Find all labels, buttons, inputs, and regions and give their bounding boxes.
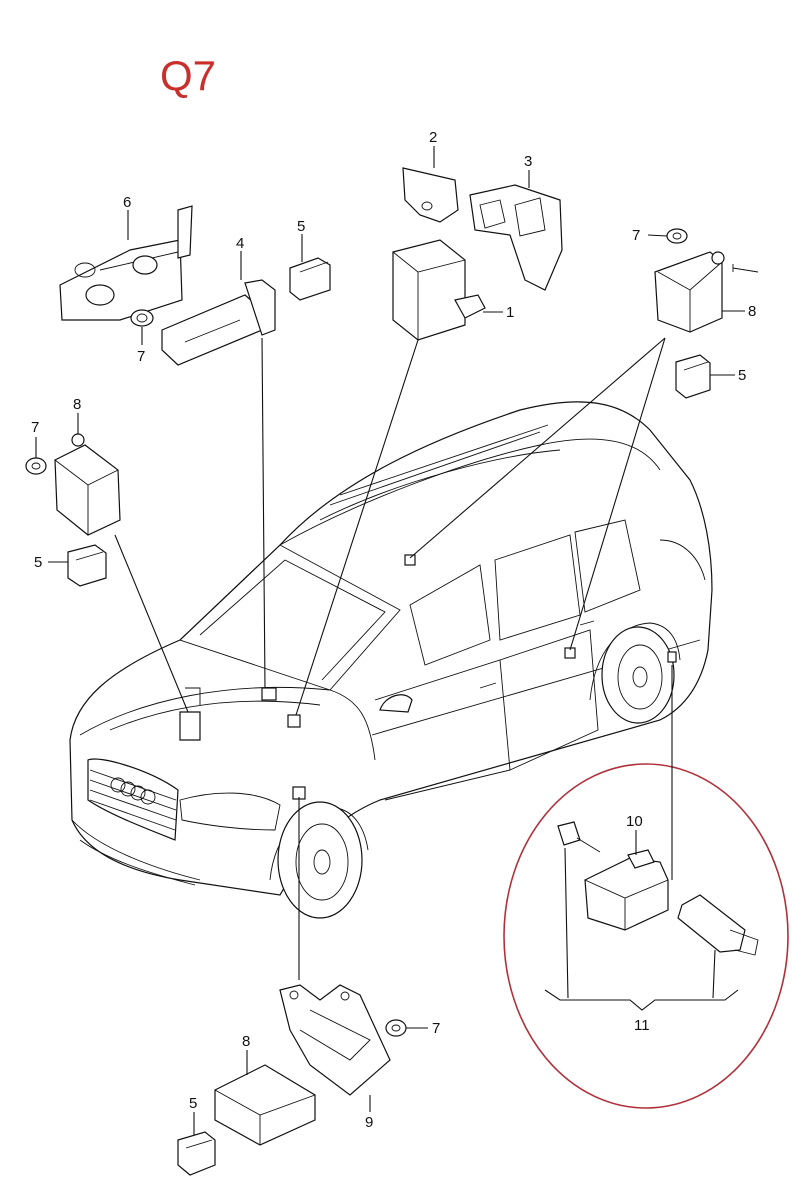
callout-7-top: 7 [137,348,145,365]
part-7-nut-c [25,457,47,475]
part-7-nut-b [666,228,688,244]
part-valve-stem [677,894,759,956]
callout-11: 11 [634,1017,650,1034]
part-screw [557,821,601,853]
callout-5-right: 5 [738,367,746,384]
part-7-nut-d [385,1019,407,1037]
callout-6: 6 [123,194,131,211]
callout-labels: 2 3 1 4 5 6 7 7 8 5 7 8 5 7 8 5 9 10 11 [31,129,756,1131]
part-8-control-unit-b [54,433,121,536]
callout-7-right: 7 [632,227,640,244]
part-8-control-unit-a [654,251,759,333]
callout-2: 2 [429,129,437,146]
highlight-ellipse [503,763,789,1109]
callout-8-bottom: 8 [242,1033,250,1050]
part-8-control-unit-c [214,1064,316,1146]
part-7-nut-a [130,309,154,327]
part-1-control-unit [392,239,486,341]
part-5-connector-d [177,1131,216,1176]
callout-5-top: 5 [297,218,305,235]
callout-5-bottom: 5 [189,1095,197,1112]
callout-7-bottom: 7 [432,1020,440,1037]
callout-4: 4 [236,235,244,252]
part-5-connector-b [675,354,711,399]
callout-10: 10 [626,813,643,830]
callout-8-right: 8 [748,303,756,320]
part-6-bracket [59,205,193,321]
part-5-connector-a [289,257,331,301]
leader-lines [35,146,745,1135]
part-2-bracket [402,167,459,223]
callout-8-left: 8 [73,396,81,413]
callout-9: 9 [365,1114,373,1131]
part-3-bracket [469,184,563,291]
model-title: Q7 [160,52,217,99]
callout-5-left: 5 [34,554,42,571]
part-5-connector-c [67,544,107,587]
part-10-tpms-sensor [584,849,669,931]
callout-1: 1 [506,304,514,321]
part-9-control-unit [279,984,391,1096]
callout-7-left: 7 [31,419,39,436]
callout-3: 3 [524,153,532,170]
part-4-antenna [161,279,276,366]
vehicle-drawing [69,401,713,919]
